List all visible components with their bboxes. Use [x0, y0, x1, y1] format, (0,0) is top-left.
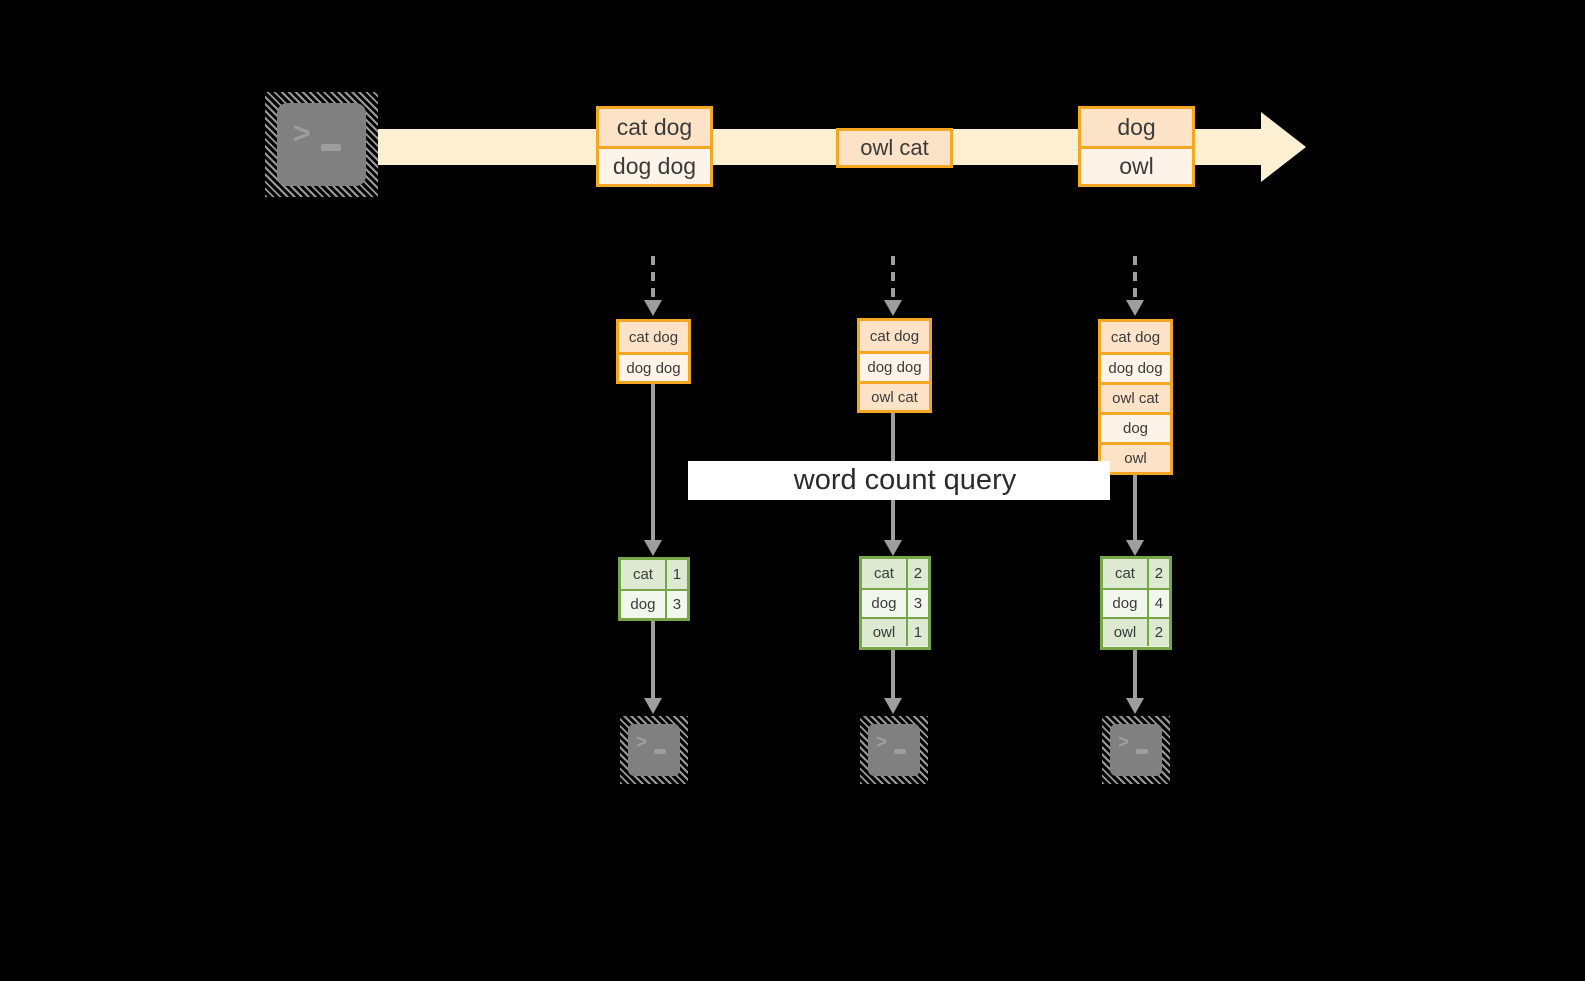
- result-word: dog: [862, 590, 906, 617]
- result-table-2-row-3: owl 1: [862, 617, 928, 646]
- connector-arrowhead: [1126, 540, 1144, 556]
- result-count: 1: [905, 619, 928, 646]
- stream-batch-1-row-1: cat dog: [599, 109, 710, 146]
- unbounded-table-3-row-1: cat dog: [1101, 322, 1170, 352]
- result-word: cat: [1103, 559, 1147, 588]
- terminal-prompt-icon: >: [1118, 732, 1130, 753]
- unbounded-table-2[interactable]: cat dog dog dog owl cat: [857, 318, 932, 413]
- result-word: dog: [621, 591, 665, 618]
- connector-arrowhead: [1126, 698, 1144, 714]
- connector-line: [651, 256, 655, 302]
- connector-arrowhead: [644, 540, 662, 556]
- result-count: 1: [664, 560, 687, 589]
- terminal-prompt-icon: >: [876, 732, 888, 753]
- result-word: cat: [862, 559, 906, 588]
- connector-arrowhead: [884, 540, 902, 556]
- connector-arrowhead: [884, 698, 902, 714]
- result-table-2-row-1: cat 2: [862, 559, 928, 588]
- connector-result-to-sink-1: [644, 621, 669, 717]
- stream-batch-3-row-1: dog: [1081, 109, 1192, 146]
- terminal-cursor-icon: [1136, 749, 1148, 754]
- connector-stream-to-table-1: [644, 256, 669, 318]
- result-count: 4: [1146, 590, 1169, 617]
- result-table-3[interactable]: cat 2 dog 4 owl 2: [1100, 556, 1172, 650]
- unbounded-table-3-row-4: dog: [1101, 412, 1170, 442]
- result-count: 3: [905, 590, 928, 617]
- stream-batch-3-row-2: owl: [1081, 146, 1192, 184]
- result-table-2[interactable]: cat 2 dog 3 owl 1: [859, 556, 931, 650]
- result-table-1[interactable]: cat 1 dog 3: [618, 557, 690, 621]
- unbounded-table-3-row-5: owl: [1101, 442, 1170, 472]
- result-table-1-row-2: dog 3: [621, 589, 687, 618]
- connector-line: [891, 256, 895, 302]
- stream-batch-1-row-2: dog dog: [599, 146, 710, 184]
- connector-line: [1133, 650, 1137, 700]
- connector-arrowhead: [644, 698, 662, 714]
- result-count: 2: [1146, 559, 1169, 588]
- connector-line: [651, 621, 655, 700]
- result-word: owl: [1103, 619, 1147, 646]
- unbounded-table-2-row-3: owl cat: [860, 381, 929, 410]
- connector-result-to-sink-3: [1126, 650, 1151, 717]
- stream-batch-3[interactable]: dog owl: [1078, 106, 1195, 187]
- connector-line: [651, 384, 655, 542]
- terminal-prompt-icon: >: [636, 732, 648, 753]
- query-label-text: word count query: [793, 464, 1017, 496]
- unbounded-table-2-row-1: cat dog: [860, 321, 929, 351]
- connector-table-to-result-3: [1126, 475, 1151, 559]
- unbounded-table-1-row-1: cat dog: [619, 322, 688, 352]
- unbounded-table-1-row-2: dog dog: [619, 352, 688, 381]
- result-word: cat: [621, 560, 665, 589]
- stream-batch-1[interactable]: cat dog dog dog: [596, 106, 713, 187]
- terminal-cursor-icon: [321, 144, 341, 151]
- stream-batch-2-row-1: owl cat: [839, 131, 950, 165]
- connector-line: [891, 650, 895, 700]
- connector-arrowhead: [884, 300, 902, 316]
- result-count: 3: [664, 591, 687, 618]
- result-table-3-row-1: cat 2: [1103, 559, 1169, 588]
- connector-arrowhead: [644, 300, 662, 316]
- result-table-2-row-2: dog 3: [862, 588, 928, 617]
- connector-result-to-sink-2: [884, 650, 909, 717]
- result-count: 2: [1146, 619, 1169, 646]
- result-table-1-row-1: cat 1: [621, 560, 687, 589]
- sink-terminal-icon-1[interactable]: >: [620, 716, 688, 784]
- result-table-3-row-3: owl 2: [1103, 617, 1169, 646]
- unbounded-table-3-row-3: owl cat: [1101, 382, 1170, 412]
- terminal-cursor-icon: [654, 749, 666, 754]
- unbounded-table-3[interactable]: cat dog dog dog owl cat dog owl: [1098, 319, 1173, 475]
- connector-stream-to-table-2: [884, 256, 909, 318]
- connector-arrowhead: [1126, 300, 1144, 316]
- result-count: 2: [905, 559, 928, 588]
- sink-terminal-icon-3[interactable]: >: [1102, 716, 1170, 784]
- connector-stream-to-table-3: [1126, 256, 1151, 318]
- connector-table-to-result-1: [644, 384, 669, 559]
- sink-terminal-icon-2[interactable]: >: [860, 716, 928, 784]
- result-word: dog: [1103, 590, 1147, 617]
- source-terminal-icon[interactable]: >: [265, 92, 378, 197]
- connector-line: [1133, 256, 1137, 302]
- query-label-band: word count query: [688, 461, 1110, 500]
- connector-line: [1133, 475, 1137, 542]
- stream-arrow-head: [1261, 112, 1306, 182]
- unbounded-table-2-row-2: dog dog: [860, 351, 929, 381]
- terminal-prompt-icon: >: [293, 117, 311, 150]
- result-word: owl: [862, 619, 906, 646]
- stream-batch-2[interactable]: owl cat: [836, 128, 953, 168]
- unbounded-table-1[interactable]: cat dog dog dog: [616, 319, 691, 384]
- terminal-cursor-icon: [894, 749, 906, 754]
- result-table-3-row-2: dog 4: [1103, 588, 1169, 617]
- unbounded-table-3-row-2: dog dog: [1101, 352, 1170, 382]
